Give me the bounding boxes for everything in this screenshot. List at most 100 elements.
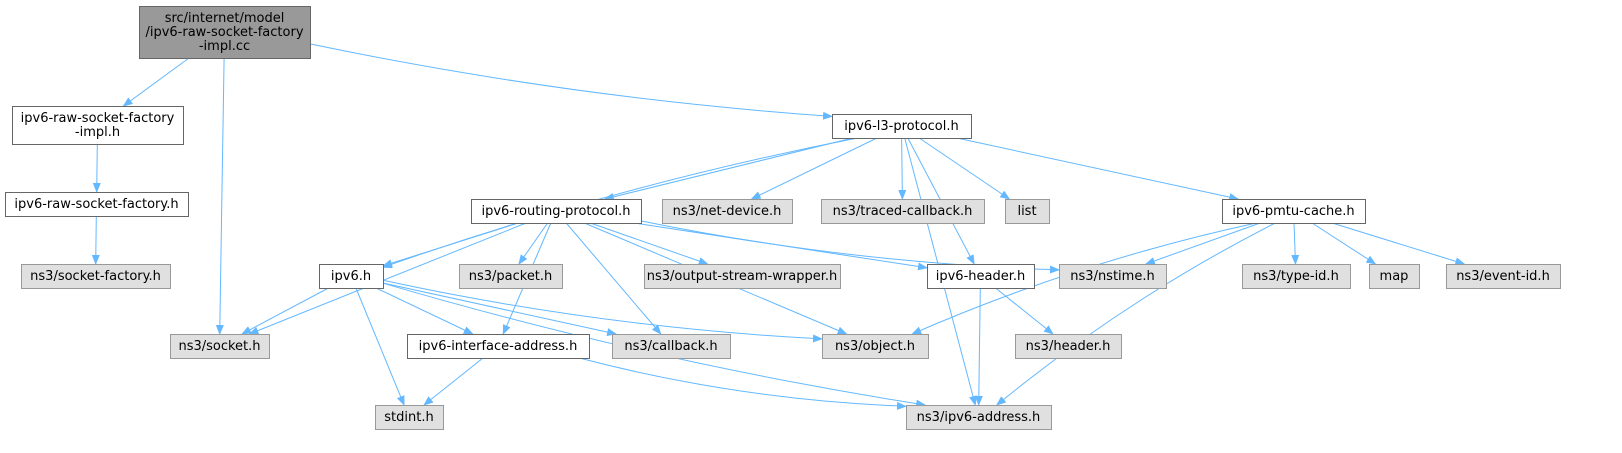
node-label-line: -impl.h (75, 125, 120, 140)
node-ns3-callback-h: ns3/callback.h (612, 334, 731, 359)
node-label-line: ns3/output-stream-wrapper.h (647, 269, 837, 284)
node-ipv6-h[interactable]: ipv6.h (319, 264, 384, 289)
node-label-line: map (1380, 269, 1409, 284)
node-ns3-header-h: ns3/header.h (1015, 334, 1122, 359)
node-label-line: ns3/type-id.h (1253, 269, 1339, 284)
edge-ipv6-header-h-to-ns3-header-h (995, 287, 1054, 335)
node-label-line: ipv6-raw-socket-factory.h (14, 197, 178, 212)
edge-ipv6-interface-address-h-to-ns3-ipv6-address-h (579, 357, 907, 410)
node-label-line: ipv6-raw-socket-factory (21, 111, 175, 126)
edge-ipv6-l3-protocol-h-to-list (918, 137, 1011, 200)
node-ipv6-interface-address-h[interactable]: ipv6-interface-address.h (407, 334, 590, 359)
edge-ipv6-h-to-ns3-socket-h (241, 287, 329, 335)
node-label-line: ns3/object.h (835, 339, 915, 354)
node-label-line: ns3/traced-callback.h (833, 204, 973, 219)
node-box (375, 405, 444, 430)
edge-layer (91, 43, 1466, 410)
edge-ipv6-routing-protocol-h-to-ns3-socket-h (248, 222, 527, 335)
node-box (21, 264, 171, 289)
edge-ipv6-pmtu-cache-h-to-ns3-nstime-h (1144, 222, 1261, 265)
node-box (471, 199, 642, 224)
node-list: list (1005, 199, 1050, 224)
node-ipv6-pmtu-cache-h[interactable]: ipv6-pmtu-cache.h (1222, 199, 1366, 224)
node-box (139, 6, 311, 59)
edge-ipv6-raw-socket-factory-h-to-ns3-socket-factory-h (91, 215, 100, 265)
node-ns3-type-id-h: ns3/type-id.h (1242, 264, 1351, 289)
edge-ipv6-routing-protocol-h-to-ns3-callback-h (565, 222, 662, 335)
edge-root-to-ipv6-raw-socket-factory-impl-h (122, 57, 190, 107)
node-label-line: ns3/callback.h (624, 339, 717, 354)
node-ns3-traced-callback-h: ns3/traced-callback.h (821, 199, 985, 224)
node-label-line: ipv6.h (331, 269, 371, 284)
node-label-line: ns3/socket.h (178, 339, 260, 354)
node-ipv6-header-h[interactable]: ipv6-header.h (927, 264, 1035, 289)
node-ipv6-raw-socket-factory-impl-h[interactable]: ipv6-raw-socket-factory-impl.h (12, 106, 184, 145)
node-box (822, 334, 929, 359)
node-stdint-h: stdint.h (375, 405, 444, 430)
node-label-line: src/internet/model (165, 11, 285, 26)
edge-ipv6-h-to-ns3-callback-h (382, 282, 618, 336)
edge-root-to-ns3-socket-h (215, 57, 225, 335)
edge-ipv6-pmtu-cache-h-to-ns3-ipv6-address-h (996, 222, 1276, 406)
node-layer: src/internet/model/ipv6-raw-socket-facto… (5, 6, 1561, 430)
node-label-line: ipv6-header.h (936, 269, 1026, 284)
edge-ipv6-pmtu-cache-h-to-ns3-event-id-h (1332, 222, 1466, 266)
node-label-line: -impl.cc (199, 39, 250, 54)
edge-ipv6-h-to-ns3-object-h (382, 279, 823, 343)
node-label-line: ipv6-interface-address.h (419, 339, 578, 354)
node-box (644, 264, 841, 289)
edge-ipv6-routing-protocol-h-to-ipv6-h (382, 222, 519, 267)
edge-ipv6-l3-protocol-h-to-ns3-net-device-h (750, 137, 878, 200)
node-box (319, 264, 384, 289)
node-box (459, 264, 563, 289)
node-label-line: ns3/ipv6-address.h (917, 410, 1041, 425)
node-box (5, 192, 189, 217)
node-label-line: ipv6-l3-protocol.h (844, 119, 959, 134)
node-ns3-socket-h: ns3/socket.h (170, 334, 270, 359)
node-box (1015, 334, 1122, 359)
node-box (12, 106, 184, 145)
node-label-line: list (1017, 204, 1036, 219)
node-ipv6-raw-socket-factory-h[interactable]: ipv6-raw-socket-factory.h (5, 192, 189, 217)
node-box (1059, 264, 1167, 289)
node-label-line: ns3/packet.h (469, 269, 553, 284)
edge-ipv6-routing-protocol-h-to-ns3-packet-h (518, 222, 549, 265)
node-box (1369, 264, 1420, 289)
node-box (821, 199, 985, 224)
edge-ipv6-header-h-to-ns3-ipv6-address-h (974, 287, 983, 406)
node-box (1242, 264, 1351, 289)
node-box (927, 264, 1035, 289)
node-label-line: ns3/net-device.h (673, 204, 782, 219)
edge-ipv6-raw-socket-factory-impl-h-to-ipv6-raw-socket-factory-h (92, 143, 101, 193)
node-label-line: ns3/socket-factory.h (30, 269, 161, 284)
node-ipv6-routing-protocol-h[interactable]: ipv6-routing-protocol.h (471, 199, 642, 224)
edge-ipv6-pmtu-cache-h-to-ns3-type-id-h (1291, 222, 1300, 265)
edge-ipv6-h-to-ipv6-interface-address-h (375, 287, 474, 335)
edge-ipv6-routing-protocol-h-to-ns3-output-stream-wrapper-h (590, 222, 709, 265)
node-map: map (1369, 264, 1420, 289)
node-ns3-socket-factory-h: ns3/socket-factory.h (21, 264, 171, 289)
node-box (1446, 264, 1561, 289)
node-box (170, 334, 270, 359)
node-box (1005, 199, 1050, 224)
node-ns3-packet-h: ns3/packet.h (459, 264, 563, 289)
edge-ipv6-pmtu-cache-h-to-map (1311, 222, 1377, 265)
node-ns3-nstime-h: ns3/nstime.h (1059, 264, 1167, 289)
node-box (832, 114, 972, 139)
node-root[interactable]: src/internet/model/ipv6-raw-socket-facto… (139, 6, 311, 59)
node-box (662, 199, 793, 224)
node-label-line: ns3/event-id.h (1456, 269, 1550, 284)
node-label-line: ipv6-pmtu-cache.h (1232, 204, 1354, 219)
node-label-line: ipv6-routing-protocol.h (481, 204, 630, 219)
node-ns3-ipv6-address-h: ns3/ipv6-address.h (906, 405, 1052, 430)
node-ns3-event-id-h: ns3/event-id.h (1446, 264, 1561, 289)
node-label-line: stdint.h (384, 410, 433, 425)
node-ns3-net-device-h: ns3/net-device.h (662, 199, 793, 224)
edge-root-to-ipv6-l3-protocol-h (309, 43, 833, 120)
node-ipv6-l3-protocol-h[interactable]: ipv6-l3-protocol.h (832, 114, 972, 139)
edge-ipv6-l3-protocol-h-to-ns3-traced-callback-h (898, 137, 907, 200)
node-box (407, 334, 590, 359)
node-ns3-output-stream-wrapper-h: ns3/output-stream-wrapper.h (644, 264, 841, 289)
edge-ipv6-l3-protocol-h-to-ipv6-pmtu-cache-h (956, 137, 1240, 202)
node-box (906, 405, 1052, 430)
